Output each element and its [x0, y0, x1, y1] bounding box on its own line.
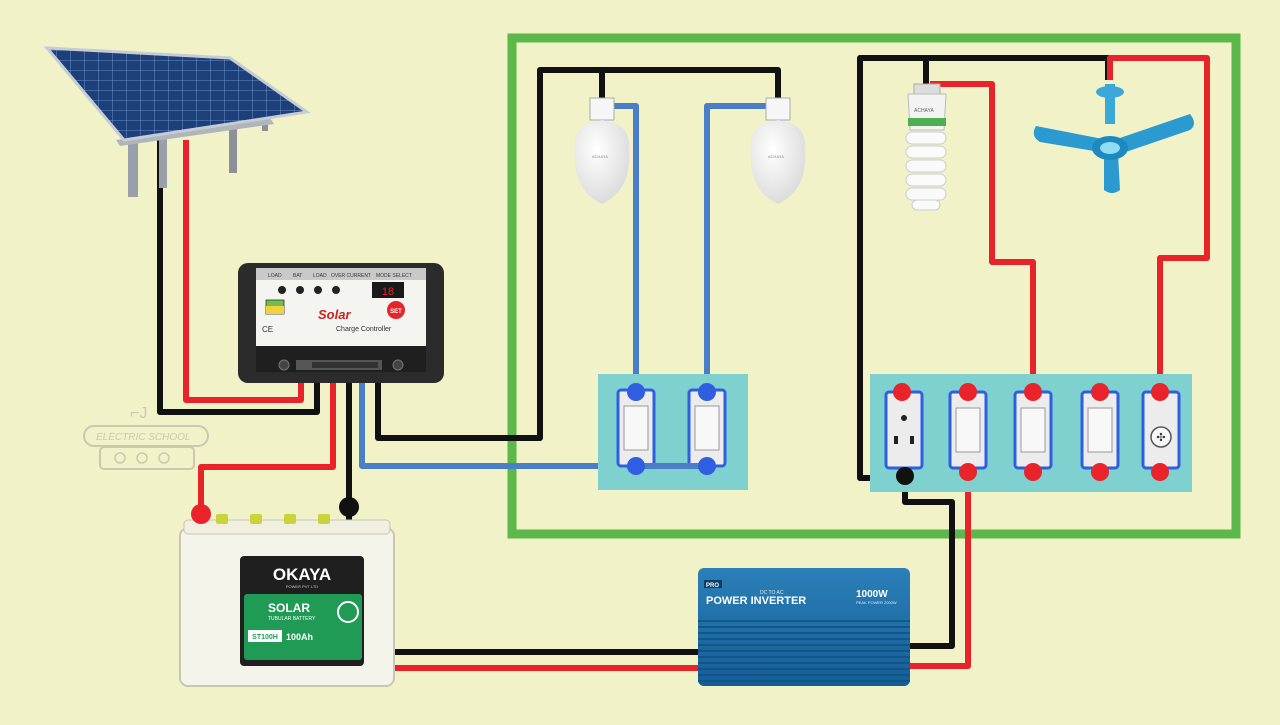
controller-display-value: 18	[382, 286, 394, 298]
node	[1024, 463, 1042, 481]
watermark-logo-text: ⌐J	[130, 405, 147, 422]
node	[959, 463, 977, 481]
controller-set-label: SET	[390, 309, 402, 315]
node	[1151, 383, 1169, 401]
load-positive-wire	[359, 368, 706, 469]
inverter-power-sub: PEAK POWER 2000W	[856, 600, 897, 605]
controller-top-label-2: BAT	[293, 273, 302, 279]
power-socket[interactable]	[884, 390, 924, 470]
battery-capacity: 100Ah	[286, 632, 313, 642]
controller-top-label-5: MODE SELECT	[376, 273, 412, 279]
bulb1-brand: ACHAYA	[592, 154, 608, 159]
node	[959, 383, 977, 401]
controller-top-label-3: LOAD	[313, 273, 327, 279]
watermark: ⌐J ELECTRIC SCHOOL	[83, 405, 209, 470]
inverter-ac-neutral	[902, 478, 955, 649]
inverter-brand: PRO	[706, 583, 719, 589]
panel-negative-wire	[157, 140, 320, 415]
fan-wire	[1107, 55, 1210, 392]
cfl-switch-wire	[930, 81, 1036, 392]
solar-panel	[43, 46, 311, 197]
node	[1091, 383, 1109, 401]
inverter-power: 1000W	[856, 589, 888, 600]
switchboard-appliances: ✣	[870, 374, 1192, 492]
cfl-brand: ACHAYA	[914, 108, 934, 114]
node	[627, 383, 645, 401]
led-bulb-1: ACHAYA	[574, 97, 630, 204]
controller-top-label-1: LOAD	[268, 273, 282, 279]
controller-top-label-4: OVER CURRENT	[331, 273, 371, 279]
watermark-text: ELECTRIC SCHOOL	[96, 432, 190, 443]
switchboard-lights	[598, 374, 748, 490]
bulb2-switch-wire	[704, 103, 778, 390]
controller-cert: CE	[262, 325, 273, 334]
controller-brand: Solar	[318, 307, 351, 322]
inverter-title: POWER INVERTER	[706, 595, 806, 607]
cfl-lamp: ACHAYA	[905, 83, 947, 211]
battery: OKAYA POWER PVT LTD SOLAR TUBULAR BATTER…	[179, 497, 395, 687]
controller-display	[372, 282, 404, 298]
charge-controller: LOAD BAT LOAD OVER CURRENT MODE SELECT 1…	[238, 263, 444, 383]
node	[1151, 463, 1169, 481]
node	[1024, 383, 1042, 401]
battery-type: SOLAR	[268, 601, 310, 615]
node	[893, 383, 911, 401]
inverter-ac-phase	[908, 472, 971, 669]
controller-set-button[interactable]	[387, 301, 405, 319]
fan-icon: ✣	[1156, 432, 1165, 444]
load-negative-wire	[375, 67, 781, 441]
inverter-input: DC TO AC	[760, 590, 784, 596]
battery-brand: OKAYA	[273, 565, 331, 584]
node	[339, 497, 359, 517]
battery-type-sub: TUBULAR BATTERY	[268, 616, 316, 622]
battery-positive-wire	[198, 368, 336, 515]
node	[698, 457, 716, 475]
controller-subtitle: Charge Controller	[336, 326, 392, 333]
ceiling-fan	[1033, 84, 1194, 193]
node	[896, 467, 914, 485]
node	[191, 504, 211, 524]
led-bulb-2: ACHAYA	[750, 97, 806, 204]
bulb2-brand: ACHAYA	[768, 154, 784, 159]
node	[1091, 463, 1109, 481]
battery-model: ST100H	[252, 634, 278, 641]
power-inverter: PRO DC TO AC POWER INVERTER 1000W PEAK P…	[698, 568, 910, 686]
panel-positive-wire	[183, 140, 304, 403]
node	[698, 383, 716, 401]
battery-brand-sub: POWER PVT LTD	[286, 584, 318, 589]
node	[627, 457, 645, 475]
